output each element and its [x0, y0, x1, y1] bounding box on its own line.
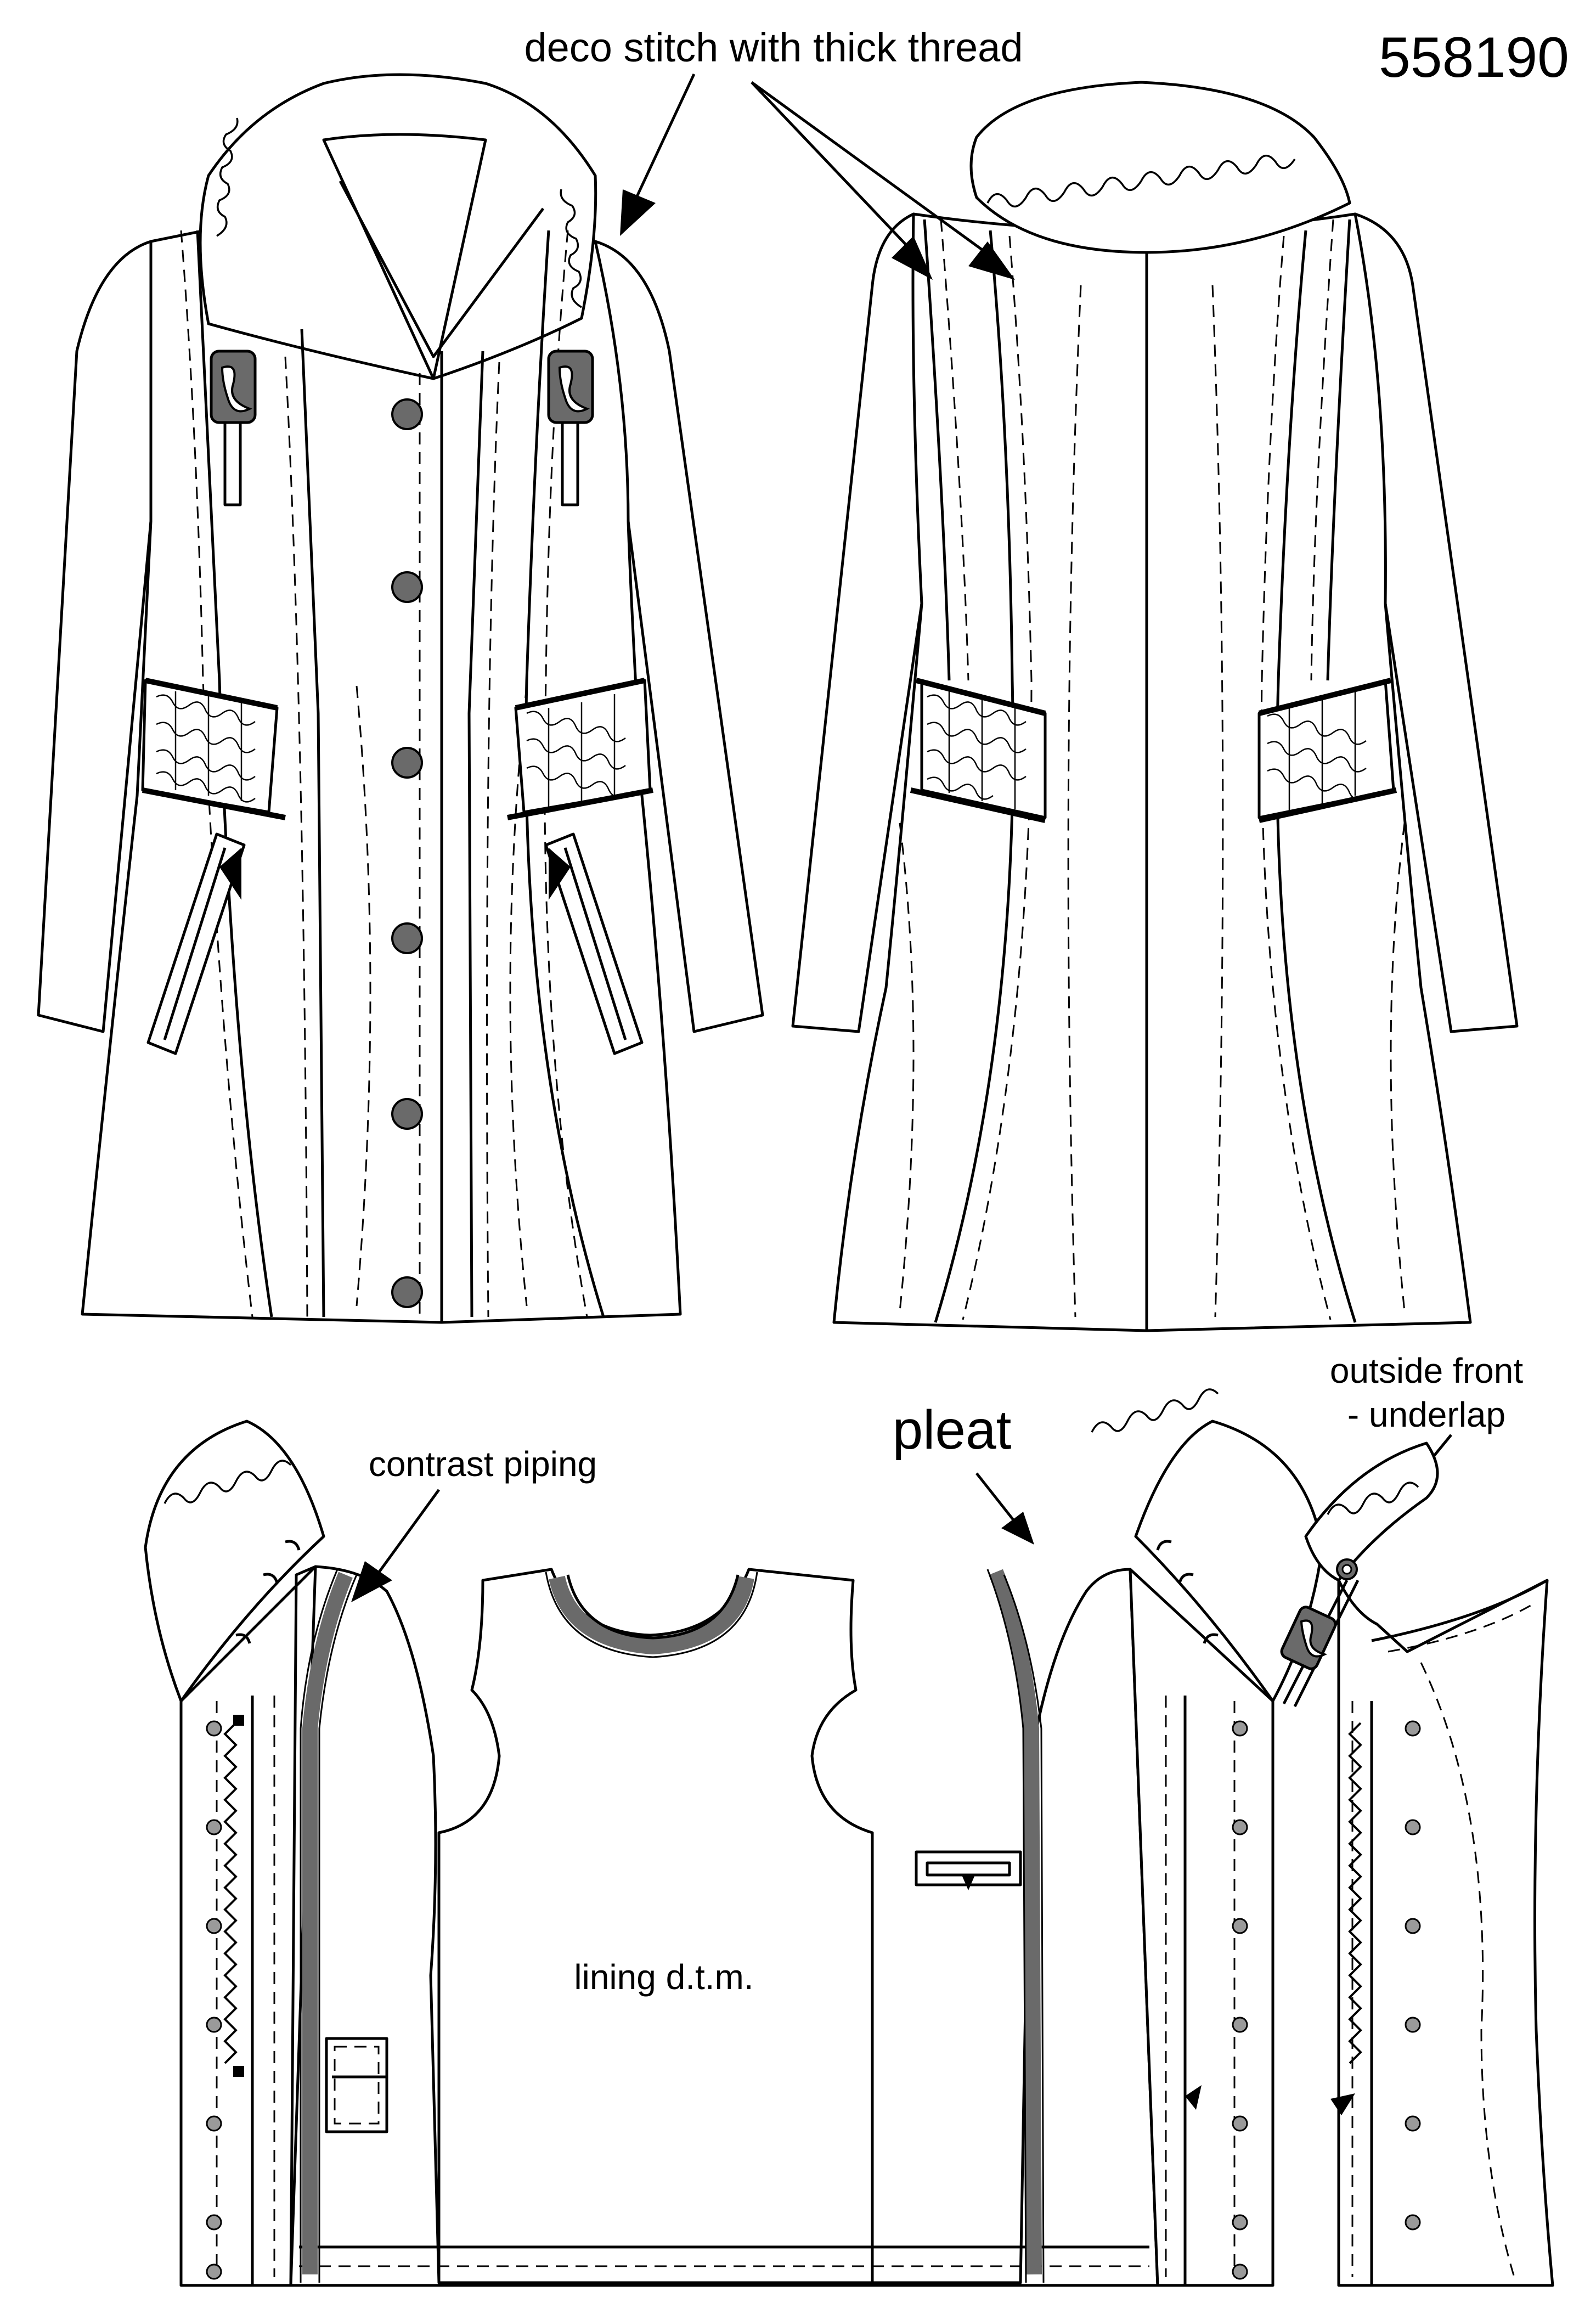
underlap-snaps	[1405, 1720, 1421, 2231]
front-button[interactable]	[391, 747, 423, 779]
front-collar-deco-stitch-left	[216, 117, 239, 237]
front-button[interactable]	[391, 1276, 423, 1308]
front-body	[81, 201, 682, 1324]
outside-front-label: outside front	[1330, 1351, 1523, 1390]
back-view	[791, 81, 1519, 1332]
front-pocket-zip-right	[544, 832, 644, 1055]
front-button[interactable]	[391, 1098, 423, 1130]
inside-welt-pocket	[915, 1850, 1022, 1890]
model-number: 558190	[1379, 26, 1569, 89]
outside-front-underlap-view	[1279, 1441, 1554, 2287]
inside-patch-pocket	[325, 2037, 388, 2133]
front-buttons	[391, 398, 423, 1308]
underlap-panel	[1337, 1579, 1554, 2287]
underlap-collar	[1304, 1441, 1439, 1582]
inside-snaps-left	[206, 1720, 222, 2280]
pleat-label: pleat	[893, 1399, 1012, 1461]
front-button[interactable]	[391, 398, 423, 430]
lining-neck-binding	[549, 1575, 754, 1655]
front-collar-stand	[322, 133, 487, 380]
back-right-sleeve	[1354, 212, 1519, 1033]
contrast-piping-left	[302, 1572, 353, 2274]
front-button[interactable]	[391, 922, 423, 954]
back-collar-deco-stitch	[986, 155, 1296, 207]
deco-stitch-arrows	[620, 73, 1015, 280]
front-collar	[199, 73, 597, 380]
underlap-collar-deco-stitch	[1327, 1482, 1419, 1515]
front-pocket-zip-left	[146, 832, 246, 1055]
inside-right-collar-deco-stitch	[1091, 1388, 1219, 1433]
front-waist-smocking-right	[507, 678, 653, 820]
back-collar	[969, 81, 1351, 254]
front-waist-smocking-left	[141, 678, 286, 820]
contrast-piping-right	[989, 1569, 1042, 2275]
back-waist-smocking-right	[1257, 678, 1397, 823]
inside-snaps-right	[1232, 1720, 1248, 2280]
back-left-sleeve	[791, 212, 923, 1033]
inside-zipper	[223, 1722, 238, 2064]
front-toggle-right[interactable]	[547, 350, 594, 506]
front-button[interactable]	[391, 571, 423, 603]
lining-panel	[289, 1565, 1159, 2287]
front-collar-deco-stitch-right	[560, 189, 582, 308]
front-left-sleeve	[37, 240, 153, 1033]
underlap-toggle[interactable]	[1279, 1558, 1360, 1708]
inside-left-collar	[144, 1420, 325, 1703]
back-waist-smocking-left	[910, 678, 1047, 823]
front-toggle-left[interactable]	[210, 350, 257, 506]
deco-stitch-label: deco stitch with thick thread	[525, 25, 1023, 70]
inside-left-front	[179, 1565, 317, 2287]
inside-lining-view: lining d.t.m.	[144, 1388, 1324, 2287]
inside-right-front	[1129, 1568, 1274, 2287]
underlap-zipper	[1348, 1722, 1362, 2064]
inside-left-collar-deco-stitch	[163, 1460, 292, 1504]
contrast-piping-label: contrast piping	[369, 1444, 597, 1484]
lining-label: lining d.t.m.	[574, 1957, 753, 1997]
front-view	[37, 73, 764, 1324]
underlap-label: - underlap	[1347, 1395, 1505, 1434]
front-right-sleeve	[594, 240, 764, 1033]
lining-back-panel	[437, 1568, 874, 2284]
